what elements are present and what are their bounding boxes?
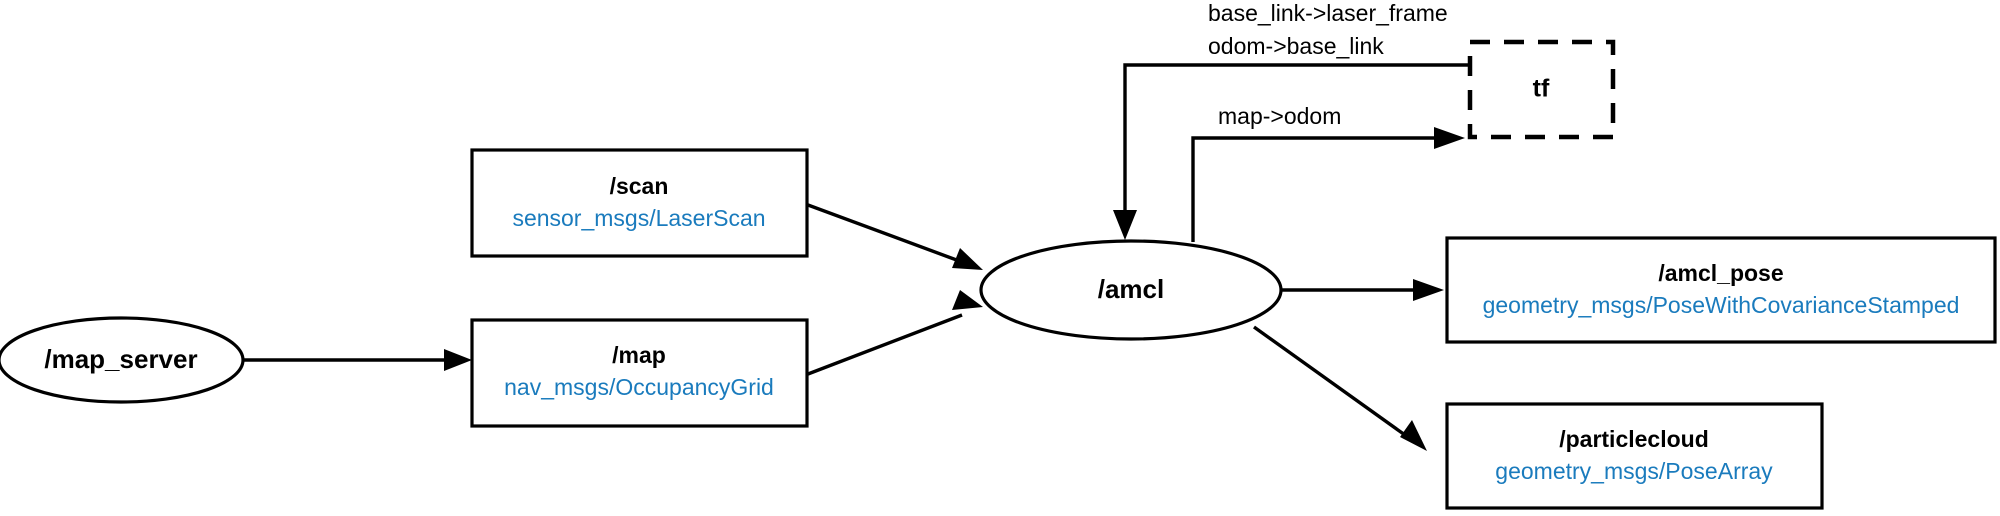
edge-amcl-to-particlecloud	[1253, 325, 1427, 451]
node-map-server[interactable]: /map_server	[0, 316, 245, 404]
topic-particlecloud-name: /particlecloud	[1559, 426, 1709, 452]
topic-map-name: /map	[612, 342, 666, 368]
topic-map[interactable]: /map nav_msgs/OccupancyGrid	[470, 318, 809, 428]
node-map-server-label: /map_server	[44, 344, 197, 374]
node-tf[interactable]: tf	[1467, 39, 1616, 140]
node-tf-label: tf	[1533, 75, 1550, 103]
topic-amcl-pose-name: /amcl_pose	[1658, 260, 1783, 286]
edge-map-to-amcl	[807, 290, 983, 376]
topic-scan-type: sensor_msgs/LaserScan	[512, 205, 765, 231]
topic-particlecloud-type: geometry_msgs/PoseArray	[1495, 458, 1773, 484]
edge-amcl-to-tf	[1191, 127, 1465, 242]
edge-label-base-link-laser-frame: base_link->laser_frame	[1208, 0, 1448, 26]
edge-map-server-to-map	[243, 349, 472, 371]
edge-tf-to-amcl	[1113, 63, 1470, 240]
topic-particlecloud[interactable]: /particlecloud geometry_msgs/PoseArray	[1445, 402, 1824, 510]
topic-map-type: nav_msgs/OccupancyGrid	[504, 374, 774, 400]
edge-label-odom-base-link: odom->base_link	[1208, 33, 1384, 59]
node-amcl[interactable]: /amcl	[979, 239, 1283, 341]
topic-scan-name: /scan	[610, 173, 669, 199]
node-amcl-label: /amcl	[1098, 274, 1165, 304]
topic-amcl-pose[interactable]: /amcl_pose geometry_msgs/PoseWithCovaria…	[1445, 236, 1997, 344]
topic-scan[interactable]: /scan sensor_msgs/LaserScan	[470, 148, 809, 258]
edge-label-map-odom: map->odom	[1218, 103, 1341, 129]
edge-amcl-to-amcl-pose	[1281, 279, 1444, 301]
edge-scan-to-amcl	[807, 203, 983, 270]
topic-amcl-pose-type: geometry_msgs/PoseWithCovarianceStamped	[1483, 292, 1960, 318]
